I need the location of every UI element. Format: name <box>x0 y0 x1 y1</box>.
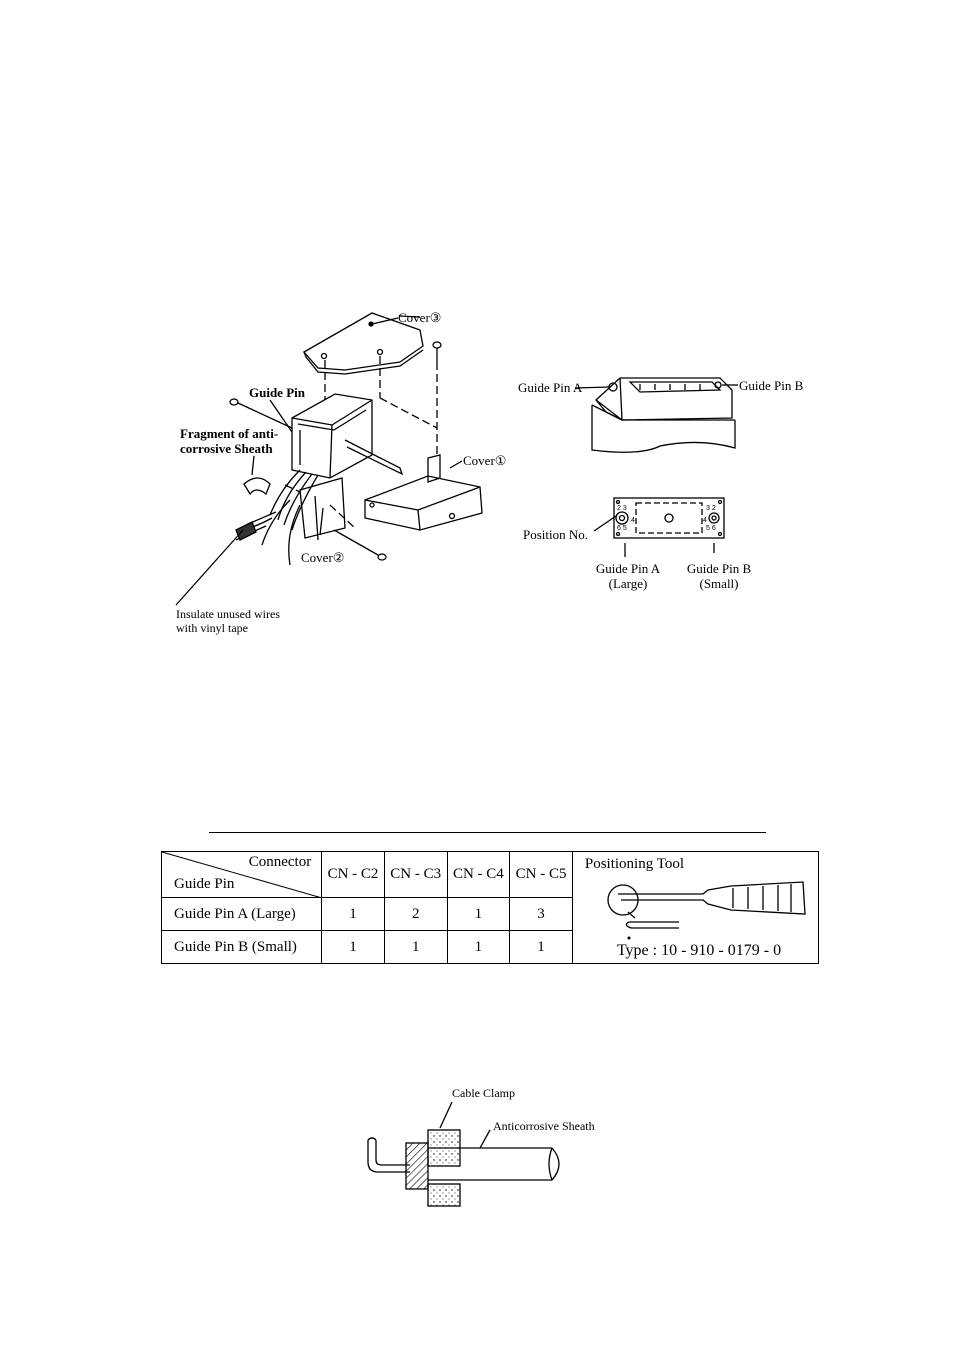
positioning-tool-type: Type : 10 - 910 - 0179 - 0 <box>616 942 782 959</box>
column-header: CN - C3 <box>383 851 448 898</box>
screwdriver-icon <box>607 881 806 940</box>
insulate-label-line2: with vinyl tape <box>176 621 248 635</box>
table-cell: 1 <box>383 930 448 964</box>
table-cell: 1 <box>446 897 511 931</box>
position-no-label: Position No. <box>523 527 589 542</box>
pin-a-large-label-line2: (Large) <box>608 576 648 591</box>
column-header: CN - C5 <box>509 851 573 898</box>
column-header: CN - C2 <box>321 851 385 898</box>
cover-3-label: Cover③ <box>398 310 442 325</box>
corner-connector-label: Connector <box>248 854 312 870</box>
table-cell: 1 <box>321 930 385 964</box>
table-cell: 1 <box>509 930 573 964</box>
insulate-label-line1: Insulate unused wires <box>176 607 280 621</box>
pin-a-large-label-line1: Guide Pin A <box>595 561 661 576</box>
positioning-tool-title: Positioning Tool <box>584 856 684 872</box>
svg-text:4: 4 <box>703 517 707 524</box>
positioning-tool-cell: Positioning Tool Type : 10 - 910 - 0179 … <box>571 851 820 964</box>
guide-pin-table: Connector Guide Pin CN - C2 CN - C3 CN -… <box>160 851 820 964</box>
table-header-row: Connector Guide Pin CN - C2 CN - C3 CN -… <box>160 851 820 964</box>
row-label: Guide Pin B (Small) <box>160 930 323 964</box>
corner-diagonal <box>161 851 323 899</box>
column-header: CN - C4 <box>446 851 511 898</box>
row-label: Guide Pin A (Large) <box>160 897 323 931</box>
anticorrosive-sheath-label: Anticorrosive Sheath <box>493 1119 595 1133</box>
table-corner-cell: Connector Guide Pin <box>160 851 323 899</box>
cable-clamp-label: Cable Clamp <box>452 1086 515 1100</box>
pin-b-small-label-line2: (Small) <box>699 576 739 591</box>
guide-pin-label: Guide Pin <box>249 385 305 400</box>
fragment-label-line2: corrosive Sheath <box>180 441 273 456</box>
cover-1-label: Cover① <box>463 453 507 468</box>
svg-text:2 3: 2 3 <box>617 505 627 512</box>
table-cell: 3 <box>509 897 573 931</box>
svg-text:4: 4 <box>631 517 635 524</box>
guide-pin-b-label: Guide Pin B <box>739 378 804 393</box>
svg-text:5 6: 5 6 <box>706 525 716 532</box>
cover-2-label: Cover② <box>301 550 345 565</box>
table-cell: 1 <box>446 930 511 964</box>
svg-text:6 5: 6 5 <box>617 525 627 532</box>
fragment-label-line1: Fragment of anti- <box>180 426 279 441</box>
table-row: Guide Pin B (Small) 1 1 1 1 <box>160 930 819 964</box>
svg-text:3 2: 3 2 <box>706 505 716 512</box>
guide-pin-a-label: Guide Pin A <box>518 380 583 395</box>
separator-rule <box>209 832 766 833</box>
corner-guide-pin-label: Guide Pin <box>174 876 235 892</box>
table-row: Guide Pin A (Large) 1 2 1 3 <box>160 897 819 931</box>
pin-b-small-label-line1: Guide Pin B <box>686 561 752 576</box>
